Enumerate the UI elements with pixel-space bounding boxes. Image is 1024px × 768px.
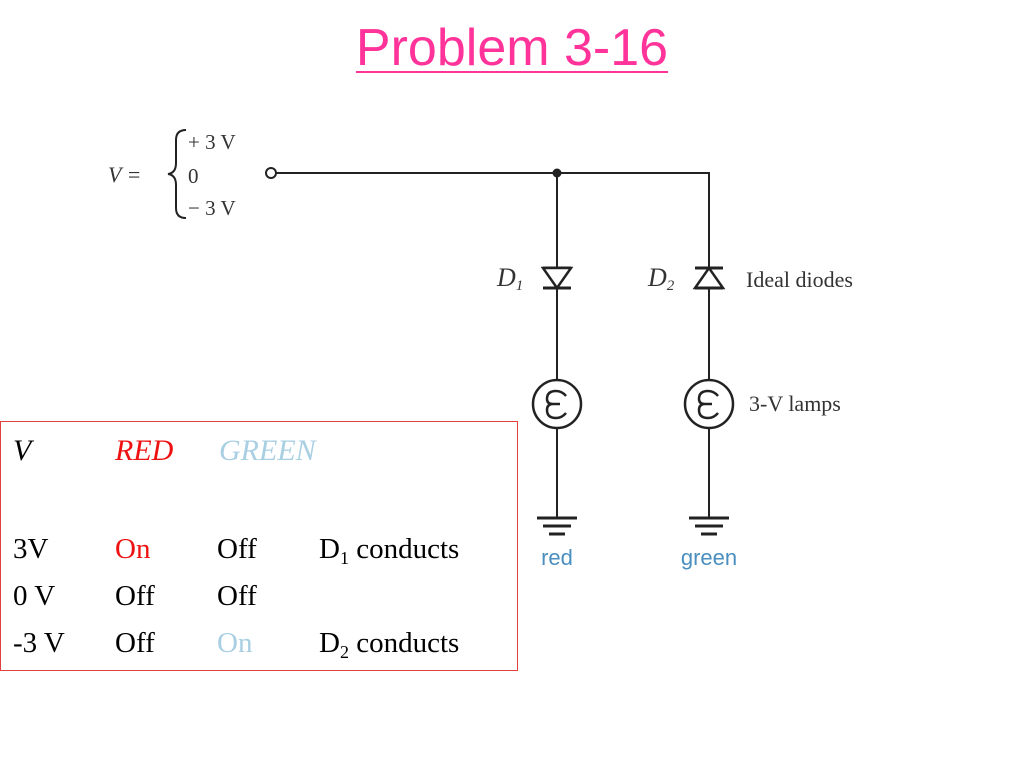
row2-green: Off (217, 580, 257, 612)
lamps-label: 3-V lamps (749, 391, 841, 416)
row1-green: Off (217, 533, 257, 565)
row1-red: On (115, 533, 151, 565)
row2-red: Off (115, 580, 155, 612)
lamp2-color-label: green (681, 545, 737, 570)
row3-green: On (217, 627, 253, 659)
d2-label: D2 (647, 263, 675, 294)
ideal-diodes-label: Ideal diodes (746, 267, 853, 292)
row1-note: D1 conducts (319, 533, 460, 568)
source-value-zero: 0 (188, 164, 199, 188)
diode-d1 (540, 266, 574, 291)
main-wire (276, 172, 710, 268)
row3-note: D2 conducts (319, 627, 460, 662)
ground-red (537, 516, 577, 536)
diode-d2 (692, 265, 726, 290)
source-value-plus3: + 3 V (188, 130, 236, 154)
lamp-green (683, 378, 735, 430)
source-value-minus3: − 3 V (188, 196, 236, 220)
lamp-red (531, 378, 583, 430)
lamp1-color-label: red (541, 545, 573, 570)
row3-red: Off (115, 627, 155, 659)
truth-table: V RED GREEN 3V On Off D1 conducts 0 V Of… (0, 421, 518, 671)
header-red: RED (115, 434, 174, 467)
input-terminal (265, 167, 277, 179)
source-brace (167, 129, 187, 219)
row1-v: 3V (13, 533, 49, 565)
ground-green (689, 516, 729, 536)
row2-v: 0 V (13, 580, 56, 612)
slide-title-text: Problem 3-16 (355, 19, 669, 77)
source-label: V = (108, 162, 141, 187)
row3-v: -3 V (13, 627, 65, 659)
header-v: V (13, 434, 32, 467)
slide-title: Problem 3-16 (0, 18, 1024, 78)
header-green: GREEN (219, 434, 316, 467)
d1-label: D1 (496, 263, 523, 294)
